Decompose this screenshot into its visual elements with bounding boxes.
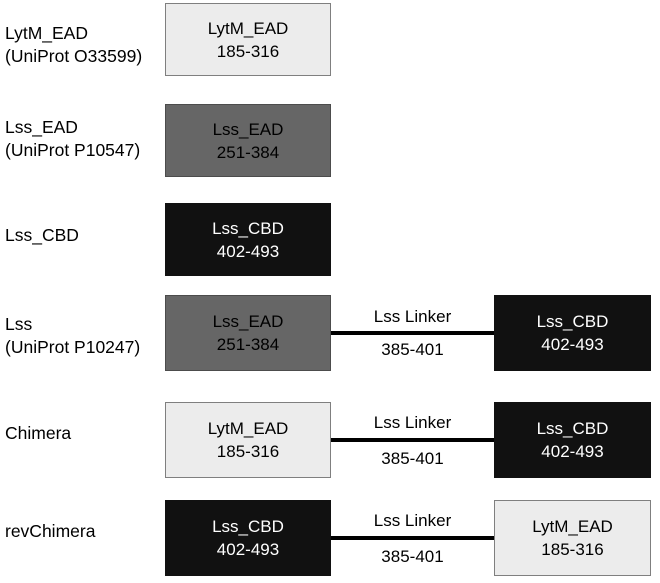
row-label-lss-cbd: Lss_CBD	[5, 224, 163, 247]
row-label-line1: revChimera	[5, 521, 96, 541]
linker-connector-line	[331, 536, 494, 540]
domain-box-name: LytM_EAD	[207, 18, 289, 38]
row-label-line1: Lss_CBD	[5, 225, 79, 245]
domain-box-range: 251-384	[216, 335, 280, 354]
row-label-lytm-ead: LytM_EAD (UniProt O33599)	[5, 22, 163, 68]
domain-box-range: 185-316	[216, 442, 280, 461]
domain-box-lss-cbd[interactable]: Lss_CBD 402-493	[494, 402, 651, 478]
linker-name-label: Lss Linker	[373, 413, 452, 432]
diagram-row-lytm-ead: LytM_EAD (UniProt O33599) LytM_EAD 185-3…	[0, 0, 660, 96]
row-label-line1: Chimera	[5, 423, 72, 443]
domain-box-range: 251-384	[216, 142, 280, 162]
domain-box-range: 402-493	[216, 540, 280, 559]
domain-box-name: LytM_EAD	[207, 419, 289, 438]
domain-box-range: 185-316	[541, 540, 604, 559]
row-label-lss: Lss (UniProt P10247)	[5, 313, 163, 359]
row-label-lss-ead: Lss_EAD (UniProt P10547)	[5, 116, 163, 162]
domain-box-lytm-ead[interactable]: LytM_EAD 185-316	[165, 402, 331, 478]
domain-box-name: Lss_CBD	[536, 419, 609, 438]
row-label-line1: Lss_EAD	[5, 117, 78, 137]
linker-connector-line	[331, 438, 494, 442]
domain-box-range: 402-493	[216, 241, 280, 261]
row-label-line2: (UniProt P10547)	[5, 140, 141, 160]
domain-box-name: Lss_CBD	[212, 517, 284, 536]
domain-box-lss-ead[interactable]: Lss_EAD 251-384	[165, 104, 331, 177]
domain-box-lytm-ead[interactable]: LytM_EAD 185-316	[165, 3, 331, 76]
diagram-row-revchimera: revChimera Lss_CBD 402-493 Lss Linker 38…	[0, 491, 660, 583]
linker-range-label: 385-401	[381, 449, 444, 468]
linker-range-label: 385-401	[381, 547, 444, 566]
domain-box-name: Lss_EAD	[212, 119, 284, 139]
domain-box-name: Lss_CBD	[212, 218, 284, 238]
domain-box-range: 402-493	[541, 335, 604, 354]
domain-box-name: LytM_EAD	[532, 517, 613, 536]
row-label-line1: LytM_EAD	[5, 23, 88, 43]
diagram-row-lss-ead: Lss_EAD (UniProt P10547) Lss_EAD 251-384	[0, 96, 660, 196]
domain-box-lss-ead[interactable]: Lss_EAD 251-384	[165, 295, 331, 371]
diagram-row-chimera: Chimera LytM_EAD 185-316 Lss Linker 385-…	[0, 393, 660, 491]
domain-box-lss-cbd[interactable]: Lss_CBD 402-493	[165, 500, 331, 576]
diagram-row-lss-cbd: Lss_CBD Lss_CBD 402-493	[0, 196, 660, 295]
domain-box-lss-cbd[interactable]: Lss_CBD 402-493	[165, 203, 331, 276]
diagram-row-lss: Lss (UniProt P10247) Lss_EAD 251-384 Lss…	[0, 295, 660, 393]
row-label-revchimera: revChimera	[5, 520, 163, 543]
domain-box-name: Lss_EAD	[212, 312, 284, 331]
linker-connector-line	[331, 331, 494, 335]
linker-name-label: Lss Linker	[373, 307, 452, 326]
domain-box-lytm-ead[interactable]: LytM_EAD 185-316	[494, 500, 651, 576]
domain-box-name: Lss_CBD	[536, 312, 609, 331]
row-label-line2: (UniProt O33599)	[5, 46, 143, 66]
domain-box-range: 402-493	[541, 442, 604, 461]
row-label-chimera: Chimera	[5, 422, 163, 445]
row-label-line2: (UniProt P10247)	[5, 337, 141, 357]
domain-box-range: 185-316	[216, 41, 280, 61]
linker-range-label: 385-401	[381, 340, 444, 359]
domain-box-lss-cbd[interactable]: Lss_CBD 402-493	[494, 295, 651, 371]
row-label-line1: Lss	[5, 314, 33, 334]
linker-name-label: Lss Linker	[373, 511, 452, 530]
